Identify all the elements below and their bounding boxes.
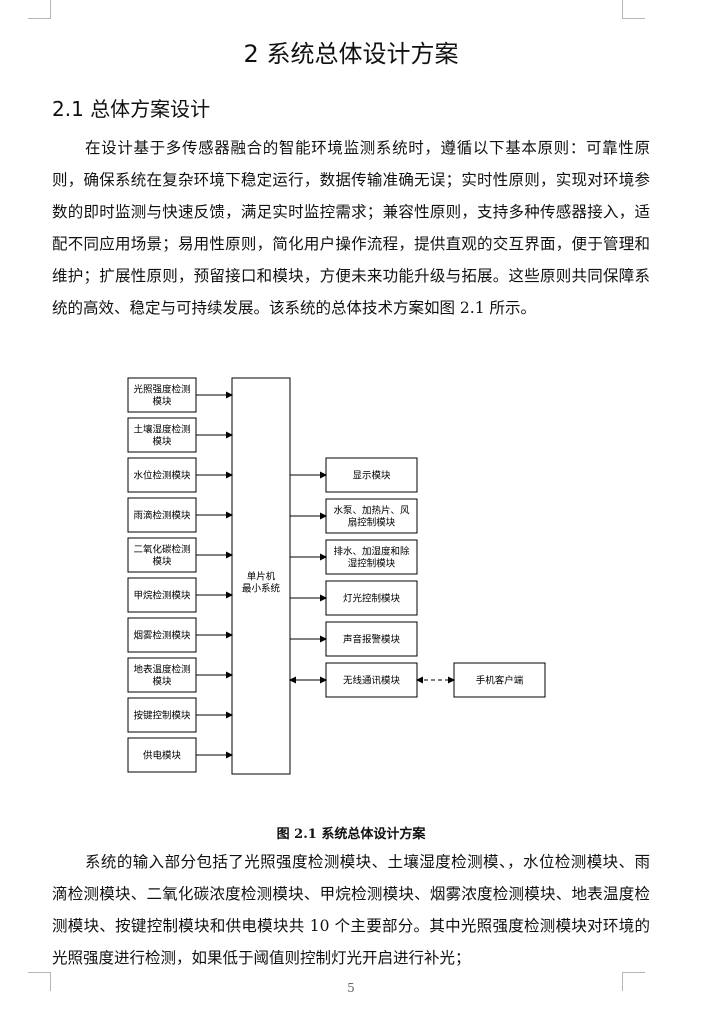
input-module-label: 地表温度检测 bbox=[133, 664, 190, 676]
input-module-label: 模块 bbox=[152, 676, 172, 688]
output-module-label: 扇控制模块 bbox=[348, 517, 396, 529]
corner-mark-bottom-right bbox=[622, 972, 645, 991]
output-module-box bbox=[325, 457, 418, 493]
input-module-box bbox=[127, 497, 197, 533]
corner-mark-bottom-left bbox=[28, 972, 51, 991]
client-box bbox=[453, 662, 546, 698]
input-module-label: 光照强度检测 bbox=[133, 384, 190, 396]
client-label: 手机客户端 bbox=[476, 675, 524, 687]
section-title: 2.1 总体方案设计 bbox=[52, 97, 211, 121]
input-module-box bbox=[127, 657, 197, 693]
input-module-label: 按键控制模块 bbox=[133, 710, 191, 722]
corner-mark-top-left bbox=[28, 0, 51, 19]
input-module-box bbox=[127, 577, 197, 613]
mcu-box bbox=[231, 377, 291, 775]
output-module-box bbox=[325, 580, 418, 616]
input-module-box bbox=[127, 737, 197, 773]
mcu-label: 单片机 bbox=[247, 571, 276, 583]
input-module-box bbox=[127, 417, 197, 453]
output-module-label: 排水、加湿度和除 bbox=[333, 546, 410, 558]
output-module-label: 灯光控制模块 bbox=[343, 593, 401, 605]
input-module-box bbox=[127, 617, 197, 653]
output-module-label: 无线通讯模块 bbox=[343, 675, 401, 687]
input-module-label: 水位检测模块 bbox=[133, 470, 191, 482]
output-module-label: 声音报警模块 bbox=[343, 634, 401, 646]
input-module-label: 模块 bbox=[152, 436, 172, 448]
input-module-box bbox=[127, 457, 197, 493]
output-module-label: 湿控制模块 bbox=[348, 558, 396, 570]
body-paragraph-1: 在设计基于多传感器融合的智能环境监测系统时，遵循以下基本原则：可靠性原则，确保系… bbox=[52, 139, 650, 317]
output-module-box bbox=[325, 621, 418, 657]
output-module-box bbox=[325, 498, 418, 534]
output-module-label: 水泵、加热片、风 bbox=[333, 505, 410, 517]
corner-mark-top-right bbox=[622, 0, 645, 19]
input-module-label: 土壤湿度检测 bbox=[133, 424, 190, 436]
input-module-label: 雨滴检测模块 bbox=[133, 510, 191, 522]
chapter-title: 2 系统总体设计方案 bbox=[243, 40, 459, 68]
input-module-box bbox=[127, 377, 197, 413]
input-module-box bbox=[127, 537, 197, 573]
output-module-label: 显示模块 bbox=[352, 470, 391, 482]
body-paragraph-2: 系统的输入部分包括了光照强度检测模块、土壤湿度检测模、，水位检测模块、雨滴检测模… bbox=[52, 853, 650, 967]
page-number: 5 bbox=[347, 981, 355, 995]
input-module-label: 二氧化碳检测 bbox=[133, 544, 190, 556]
input-module-label: 模块 bbox=[152, 556, 172, 568]
input-module-label: 模块 bbox=[152, 396, 172, 408]
input-module-box bbox=[127, 697, 197, 733]
output-module-box bbox=[325, 662, 418, 698]
input-module-label: 供电模块 bbox=[143, 750, 182, 762]
input-module-label: 烟雾检测模块 bbox=[133, 630, 191, 642]
mcu-label: 最小系统 bbox=[242, 583, 281, 595]
input-module-label: 甲烷检测模块 bbox=[133, 590, 191, 602]
output-module-box bbox=[325, 539, 418, 575]
figure-caption: 图 2.1 系统总体设计方案 bbox=[276, 827, 426, 842]
system-diagram: 单片机最小系统光照强度检测模块土壤湿度检测模块水位检测模块雨滴检测模块二氧化碳检… bbox=[127, 377, 546, 775]
